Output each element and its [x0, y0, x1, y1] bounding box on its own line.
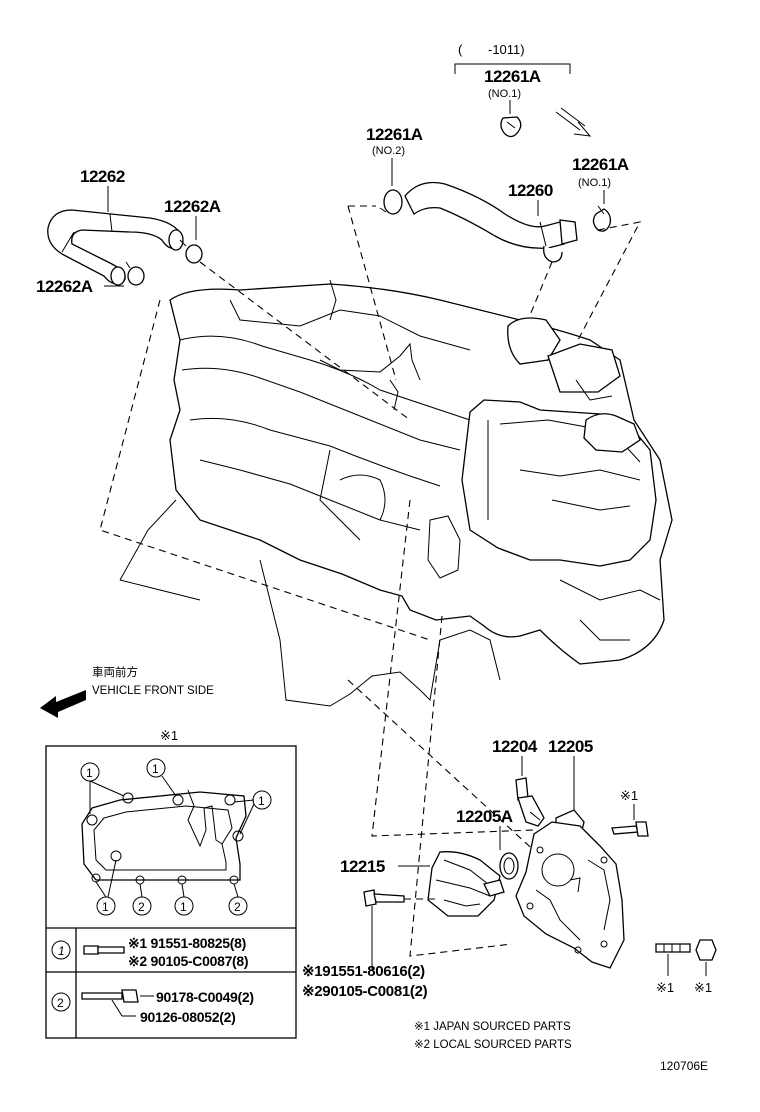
inset-row-1: 1 ※1 91551-80825(8) ※2 90105-C0087(8)	[51, 935, 249, 969]
part-sub-12261A-top: (NO.1)	[488, 88, 521, 100]
svg-text:2: 2	[234, 900, 241, 914]
gasket-inset: ※1 1 1 1	[45, 728, 297, 1039]
part-number-12215: 12215	[340, 857, 385, 876]
part-12262A-upper[interactable]: 12262A	[164, 197, 221, 264]
note-japan: ※1 JAPAN SOURCED PARTS	[414, 1021, 571, 1033]
svg-text:1: 1	[152, 762, 159, 776]
part-12260-hose[interactable]: 12260	[404, 181, 578, 263]
cover-plate[interactable]	[515, 821, 625, 969]
part-12215[interactable]: 12215	[340, 851, 505, 917]
bolt-left[interactable]	[363, 889, 440, 970]
direction-jp: 車両前方	[92, 665, 138, 679]
part-sub-12261A-right: (NO.1)	[578, 177, 611, 189]
note-local: ※2 LOCAL SOURCED PARTS	[414, 1039, 572, 1051]
part-number-12204: 12204	[492, 737, 538, 756]
part-number-12261A-top: 12261A	[484, 67, 541, 86]
svg-text:1: 1	[258, 794, 265, 808]
stud-bolt[interactable]: ※1	[655, 943, 691, 995]
part-12204[interactable]: 12204	[492, 737, 545, 827]
inset-callout-1c: 1	[233, 790, 272, 835]
bolt-part-numbers: ※191551-80616(2) ※290105-C0081(2)	[302, 963, 428, 1000]
part-number-12261A-right: 12261A	[572, 155, 629, 174]
leader-lines	[99, 205, 642, 957]
part-12261A-left[interactable]: 12261A (NO.2)	[366, 125, 423, 215]
part-number-12262: 12262	[80, 167, 125, 186]
part-number-12261A-left: 12261A	[366, 125, 423, 144]
bolt-top[interactable]: ※1	[611, 788, 649, 837]
part-12261A-top[interactable]: 12261A (NO.1)	[484, 67, 541, 138]
part-number-12262A-upper: 12262A	[164, 197, 221, 216]
svg-text:2: 2	[138, 900, 145, 914]
range-bracket: ( -1011)	[454, 42, 571, 74]
inset-callout-1e: 1	[174, 883, 194, 916]
part-number-12260: 12260	[508, 181, 553, 200]
inset-callout-2a: 2	[132, 883, 152, 916]
engine-assembly	[119, 279, 673, 707]
inset-callout-1d: 1	[95, 859, 117, 916]
mark-stud: ※1	[656, 980, 674, 995]
front-arrow-icon	[40, 690, 86, 718]
part-number-12205: 12205	[548, 737, 593, 756]
part-number-12205A: 12205A	[456, 807, 513, 826]
svg-text:1: 1	[86, 766, 93, 780]
svg-text:1: 1	[180, 900, 187, 914]
footnotes: ※1 JAPAN SOURCED PARTS ※2 LOCAL SOURCED …	[414, 1021, 572, 1051]
part-sub-12261A-left: (NO.2)	[372, 145, 405, 157]
part-number-12262A-lower: 12262A	[36, 277, 93, 296]
bolt-line-1: ※191551-80616(2)	[302, 963, 425, 980]
inset-callout-2b: 2	[228, 883, 248, 916]
mark-nut: ※1	[694, 980, 712, 995]
svg-text:1: 1	[58, 944, 65, 958]
svg-text:1: 1	[102, 900, 109, 914]
flow-arrow	[555, 107, 592, 137]
inset-callout-1a: 1	[80, 762, 125, 814]
inset-row1-line2: ※2 90105-C0087(8)	[128, 953, 248, 969]
bolt-line-2: ※290105-C0081(2)	[302, 983, 428, 1000]
direction-en: VEHICLE FRONT SIDE	[92, 685, 214, 697]
svg-text:2: 2	[57, 996, 64, 1010]
inset-callout-1b: 1	[146, 758, 177, 797]
figure-id: 120706E	[660, 1059, 708, 1073]
range-value: -1011)	[488, 42, 525, 57]
part-12262-hose[interactable]: 12262	[47, 167, 184, 286]
mark-bolt-top: ※1	[620, 788, 638, 803]
vehicle-front-indicator: 車両前方 VEHICLE FRONT SIDE	[40, 665, 214, 718]
part-12205A[interactable]: 12205A	[456, 807, 519, 880]
nut[interactable]: ※1	[694, 939, 717, 995]
inset-row-2: 2 90178-C0049(2) 90126-08052(2)	[51, 989, 254, 1025]
inset-row2-line2: 90126-08052(2)	[140, 1009, 235, 1025]
part-12262A-lower[interactable]: 12262A	[36, 261, 145, 296]
inset-row2-line1: 90178-C0049(2)	[156, 989, 254, 1005]
range-open: (	[458, 42, 463, 57]
part-12261A-right[interactable]: 12261A (NO.1)	[572, 155, 629, 232]
inset-row1-line1: ※1 91551-80825(8)	[128, 935, 246, 951]
inset-ref-mark: ※1	[160, 728, 178, 743]
